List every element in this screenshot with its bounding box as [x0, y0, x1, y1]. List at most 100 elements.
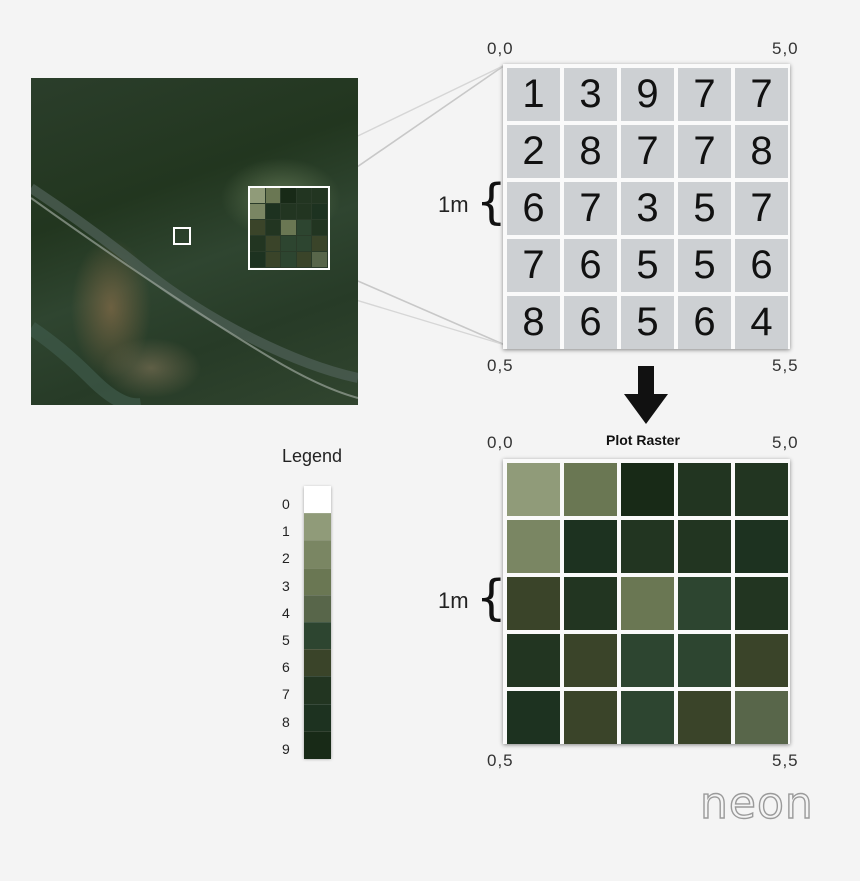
plot-raster-cell	[735, 577, 788, 630]
legend-title: Legend	[282, 446, 343, 466]
legend-swatch	[304, 567, 331, 597]
plot-raster-cell	[507, 577, 560, 630]
legend-label: 5	[282, 632, 290, 648]
plot-raster-cell	[735, 463, 788, 516]
zoom-inset-cell	[265, 252, 281, 267]
legend-label: 1	[282, 523, 290, 540]
zoom-inset-cell	[281, 236, 296, 251]
zoom-inset-cell	[296, 220, 312, 235]
zoom-inset-cell	[281, 204, 296, 219]
zoom-inset-cell	[312, 204, 327, 219]
legend-swatch	[304, 676, 331, 706]
plot-raster-grid	[503, 459, 790, 744]
zoom-inset-cell	[250, 252, 265, 267]
plot-raster-cell	[621, 520, 674, 573]
raster-value-cell: 3	[564, 68, 617, 121]
satellite-river	[31, 183, 358, 405]
down-arrow-icon	[624, 366, 668, 424]
plot-raster-cell	[507, 691, 560, 744]
raster-value-cell: 6	[507, 182, 560, 235]
raster-value-cell: 7	[621, 125, 674, 178]
corner-label-top-left: 0,0	[487, 39, 514, 58]
zoom-inset-cell	[296, 236, 312, 251]
zoom-inset-cell	[312, 188, 327, 203]
plot-raster-cell	[564, 577, 617, 630]
legend-label: 6	[282, 659, 290, 676]
zoom-inset-cell	[281, 220, 296, 235]
raster-value-cell: 7	[507, 239, 560, 292]
legend-color-bar	[304, 486, 331, 760]
legend-swatch	[304, 703, 331, 733]
zoom-inset-cell	[312, 220, 327, 235]
zoom-inset-cell	[312, 252, 327, 267]
plot-raster-cell	[735, 520, 788, 573]
raster-value-cell: 5	[621, 239, 674, 292]
zoom-inset-cell	[312, 236, 327, 251]
raster-value-cell: 9	[621, 68, 674, 121]
zoom-inset-cell	[265, 220, 281, 235]
plot-raster-cell	[678, 520, 731, 573]
zoom-inset-cell	[281, 252, 296, 267]
plot-raster-cell	[564, 463, 617, 516]
plot-corner-label-bottom-right: 5,5	[772, 751, 799, 770]
plot-raster-cell	[678, 577, 731, 630]
zoom-inset-cell	[250, 236, 265, 251]
plot-raster-cell	[507, 463, 560, 516]
raster-value-cell: 7	[735, 182, 788, 235]
legend-swatch	[304, 649, 331, 678]
legend-swatch	[304, 622, 331, 651]
raster-value-cell: 7	[735, 68, 788, 121]
zoom-inset-cell	[265, 236, 281, 251]
plot-corner-label-bottom-left: 0,5	[487, 751, 514, 770]
raster-value-cell: 4	[735, 296, 788, 349]
zoom-inset-cell	[296, 188, 312, 203]
raster-value-cell: 5	[678, 239, 731, 292]
raster-value-cell: 6	[564, 239, 617, 292]
plot-corner-label-top-left: 0,0	[487, 433, 514, 452]
raster-value-cell: 1	[507, 68, 560, 121]
legend-swatch	[304, 730, 331, 760]
zoom-inset-cell	[296, 252, 312, 267]
legend-label: 9	[282, 740, 290, 757]
plot-title: Plot Raster	[606, 432, 680, 448]
brace-icon-bottom: {	[476, 570, 507, 626]
legend-label: 2	[282, 550, 290, 567]
legend-label: 7	[282, 686, 290, 703]
zoom-inset-cell	[250, 188, 265, 203]
raster-value-cell: 6	[735, 239, 788, 292]
legend-swatch	[304, 594, 331, 624]
plot-raster-cell	[621, 691, 674, 744]
legend-swatch	[304, 540, 331, 570]
legend-swatch	[304, 486, 331, 514]
legend-label: 4	[282, 604, 290, 621]
raster-value-cell: 7	[678, 125, 731, 178]
plot-raster-cell	[621, 634, 674, 687]
legend-label: 8	[282, 713, 290, 730]
plot-raster-cell	[678, 691, 731, 744]
plot-corner-label-top-right: 5,0	[772, 433, 799, 452]
raster-value-cell: 8	[507, 296, 560, 349]
plot-raster-cell	[735, 634, 788, 687]
plot-raster-cell	[621, 577, 674, 630]
selection-square	[173, 227, 191, 245]
raster-value-cell: 6	[678, 296, 731, 349]
scale-label-top: 1m	[438, 192, 469, 217]
raster-value-cell: 8	[735, 125, 788, 178]
raster-value-cell: 7	[564, 182, 617, 235]
scale-label-bottom: 1m	[438, 588, 469, 613]
zoom-inset-cell	[250, 204, 265, 219]
plot-raster-cell	[678, 463, 731, 516]
zoom-inset	[248, 186, 330, 270]
plot-raster-cell	[507, 520, 560, 573]
plot-raster-cell	[678, 634, 731, 687]
legend-label: 0	[282, 496, 290, 512]
plot-raster-cell	[507, 634, 560, 687]
corner-label-bottom-left: 0,5	[487, 356, 514, 375]
raster-value-cell: 7	[678, 68, 731, 121]
plot-raster-cell	[621, 463, 674, 516]
raster-value-cell: 5	[621, 296, 674, 349]
brace-icon-top: {	[476, 174, 507, 230]
neon-logo: neon	[699, 777, 814, 829]
plot-raster-cell	[564, 634, 617, 687]
